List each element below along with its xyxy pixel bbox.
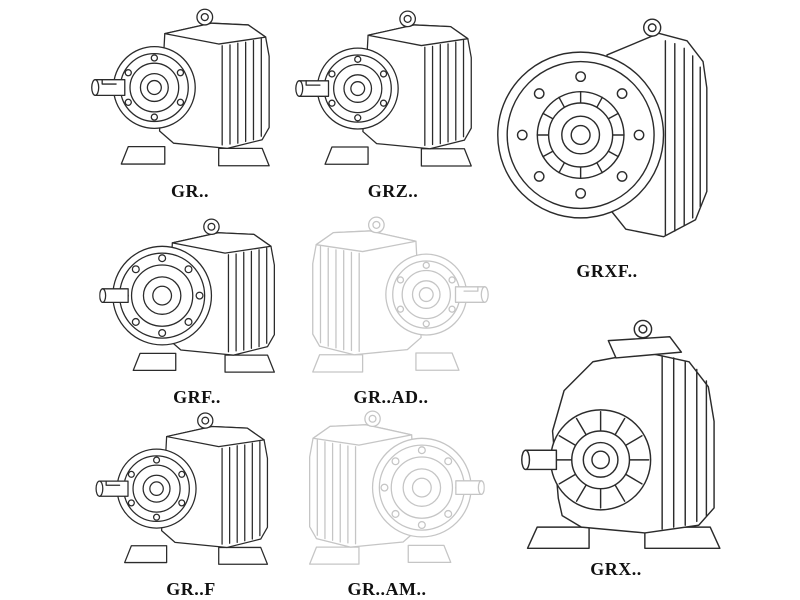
panel-grz: GRZ.. xyxy=(294,6,492,202)
gearbox-illustration-gr-f xyxy=(95,412,269,565)
panel-gr-label: GR.. xyxy=(171,181,209,201)
panel-gr-f-label: GR..F xyxy=(166,579,216,599)
gearbox-illustration-grx xyxy=(521,319,721,550)
gearbox-illustration-grz xyxy=(295,10,472,167)
panel-grx: GRX.. xyxy=(500,306,732,580)
panel-grx-label: GRX.. xyxy=(590,559,642,579)
panel-gr: GR.. xyxy=(90,4,290,202)
panel-gr-ad-label: GR..AD.. xyxy=(353,387,429,407)
panel-grf-label: GRF.. xyxy=(173,387,221,407)
panel-grf: GRF.. xyxy=(98,214,296,408)
panel-gr-f: GR..F xyxy=(92,408,290,600)
gearbox-illustration-grf xyxy=(99,218,275,373)
panel-grz-label: GRZ.. xyxy=(367,181,419,201)
panel-gr-ad: GR..AD.. xyxy=(292,212,490,408)
gearbox-illustration-gr-am xyxy=(309,410,485,565)
gearbox-illustration-gr-ad xyxy=(312,216,489,373)
gearbox-illustration-gr xyxy=(91,8,270,167)
panel-gr-am: GR..AM.. xyxy=(288,406,486,600)
panel-grxf-label: GRXF.. xyxy=(576,261,638,281)
panel-grxf: GRXF.. xyxy=(494,12,720,282)
gearbox-illustration-grxf xyxy=(497,18,708,238)
panel-gr-am-label: GR..AM.. xyxy=(347,579,427,599)
